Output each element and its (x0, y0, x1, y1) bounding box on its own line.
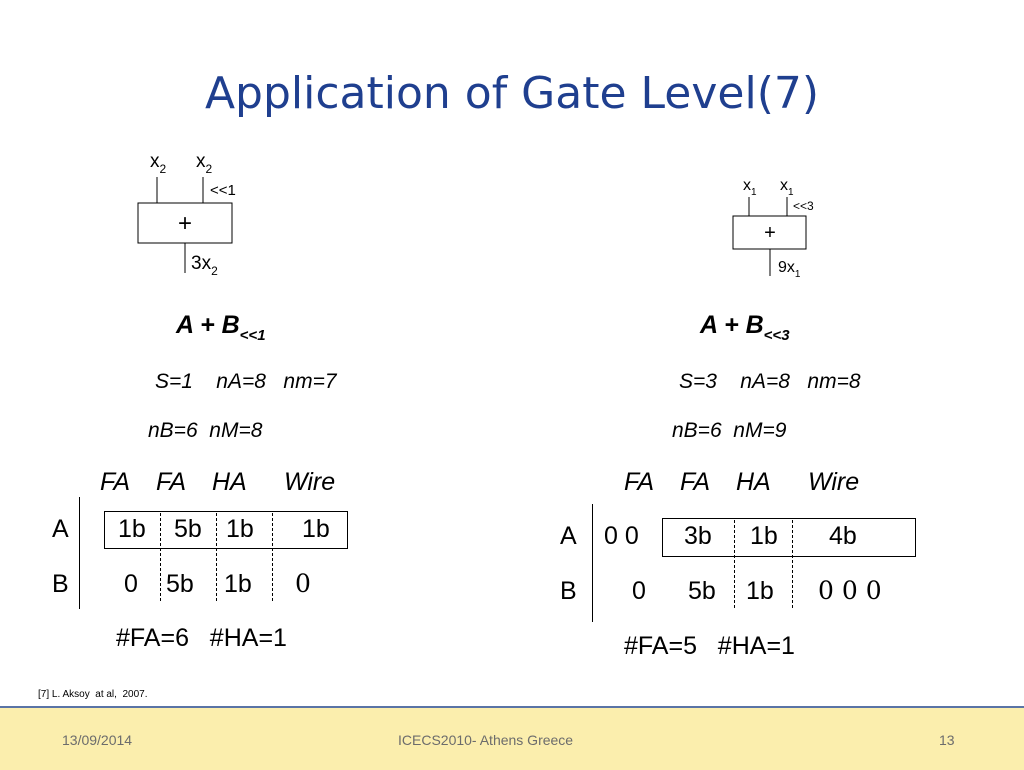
left-adder-diagram: x2 x2 <<1 + 3x2 (137, 151, 236, 278)
left-header-fa1: FA (100, 468, 131, 496)
left-row-a-box (104, 511, 348, 549)
left-expression: A + B<<1 (176, 311, 266, 344)
footer-date: 13/09/2014 (62, 732, 133, 748)
footer-bar (0, 706, 1024, 770)
left-input-a-label: x2 (150, 151, 167, 176)
right-row-b-cell: 0 (632, 577, 646, 605)
left-col-sep-2 (216, 513, 217, 601)
right-col-sep-2 (792, 520, 793, 608)
left-output-label: 3x2 (191, 253, 218, 278)
left-expression-sub: <<1 (239, 327, 266, 344)
right-expression-main: A + B (700, 311, 764, 339)
left-row-a-cell: 1b (302, 515, 330, 543)
left-params-line1: S=1 nA=8 nm=7 (155, 370, 337, 393)
slide-title: Application of Gate Level(7) (204, 68, 820, 119)
left-input-b-label: x2 (196, 151, 213, 176)
footer-conference: ICECS2010- Athens Greece (398, 732, 574, 748)
reference-note: [7] L. Aksoy at al, 2007. (38, 689, 148, 700)
footer-page-number: 13 (939, 732, 955, 748)
right-adder-op: + (764, 222, 776, 244)
right-params-line1: S=3 nA=8 nm=8 (679, 370, 861, 393)
left-row-b-cell: 5b (166, 570, 194, 598)
left-row-a-cell: 1b (226, 515, 254, 543)
left-row-divider (79, 497, 80, 609)
right-output-label: 9x1 (778, 259, 801, 280)
left-row-b-cell: 0 (295, 569, 311, 598)
right-row-a-prefix: 0 0 (604, 522, 639, 550)
right-row-b-cell: 5b (688, 577, 716, 605)
left-col-sep-3 (272, 513, 273, 601)
right-count: #FA=5 #HA=1 (624, 632, 795, 660)
right-input-a-label: x1 (743, 177, 757, 198)
left-row-b-label: B (52, 570, 69, 598)
left-count: #FA=6 #HA=1 (116, 624, 287, 652)
right-col-sep-1 (734, 520, 735, 608)
right-input-b-label: x1 (780, 177, 794, 198)
right-header-wire: Wire (808, 468, 860, 496)
left-shift-label: <<1 (210, 182, 236, 199)
left-row-a-label: A (52, 515, 69, 543)
right-expression: A + B<<3 (700, 311, 790, 344)
right-row-divider (592, 504, 593, 622)
right-row-a-cell: 4b (829, 522, 857, 550)
right-header-fa1: FA (624, 468, 655, 496)
right-expression-sub: <<3 (763, 327, 790, 344)
right-row-b-cell: 0 0 0 (818, 576, 882, 605)
left-expression-main: A + B (176, 311, 240, 339)
right-params-line2: nB=6 nM=9 (672, 419, 787, 442)
left-header-ha: HA (212, 468, 247, 496)
left-row-a-cell: 5b (174, 515, 202, 543)
right-adder-diagram: x1 x1 <<3 + 9x1 (732, 177, 814, 280)
right-row-a-cell: 3b (684, 522, 712, 550)
right-row-b-label: B (560, 577, 577, 605)
right-header-ha: HA (736, 468, 771, 496)
right-header-fa2: FA (680, 468, 711, 496)
right-row-b-cell: 1b (746, 577, 774, 605)
left-adder-op: + (178, 210, 192, 237)
right-shift-label: <<3 (793, 199, 814, 213)
left-row-a-cell: 1b (118, 515, 146, 543)
left-adder-box (137, 202, 233, 244)
right-row-a-cell: 1b (750, 522, 778, 550)
right-row-a-label: A (560, 522, 577, 550)
left-col-sep-1 (160, 513, 161, 601)
right-row-a-box (662, 518, 916, 557)
left-header-fa2: FA (156, 468, 187, 496)
left-row-b-cell: 0 (124, 570, 138, 598)
left-header-wire: Wire (284, 468, 336, 496)
left-row-b-cell: 1b (224, 570, 252, 598)
left-params-line2: nB=6 nM=8 (148, 419, 263, 442)
